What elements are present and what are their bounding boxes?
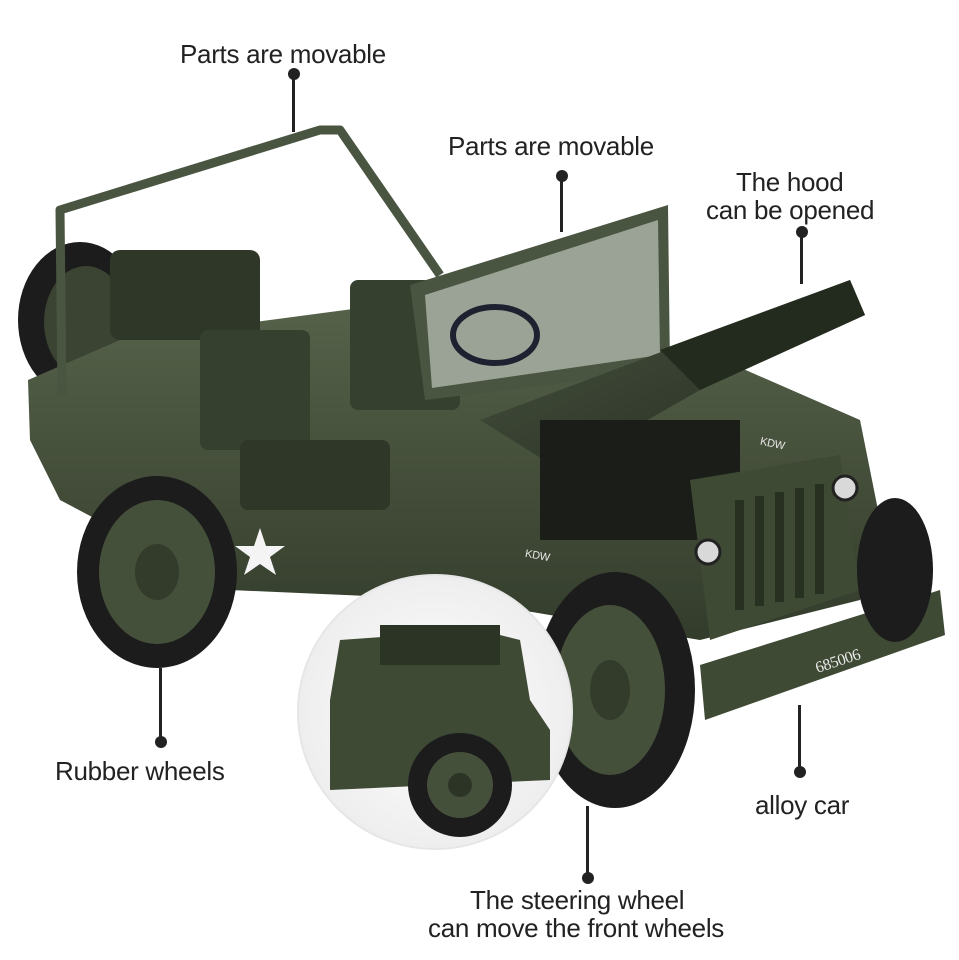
label-hood-line1: The hood — [736, 167, 844, 197]
callout-line-windshield — [560, 176, 563, 232]
label-parts-movable-windshield: Parts are movable — [448, 131, 654, 161]
label-hood-line2: can be opened — [706, 195, 875, 225]
rear-wheel — [77, 476, 237, 668]
callout-line-steering — [586, 806, 589, 876]
far-front-wheel — [857, 498, 933, 642]
fender-badge: KDW — [524, 547, 551, 565]
callout-dot-rubber-wheels — [155, 736, 167, 748]
callout-line-rubber-wheels — [159, 668, 162, 738]
windshield — [410, 205, 670, 400]
steering-detail-inset — [297, 574, 573, 850]
label-rubber-wheels: Rubber wheels — [55, 756, 225, 786]
callout-dot-alloy-car — [794, 766, 806, 778]
callout-dot-steering — [582, 872, 594, 884]
label-parts-movable-rollbar: Parts are movable — [180, 39, 386, 69]
grille — [690, 455, 860, 640]
callout-line-hood — [800, 232, 803, 284]
label-steering-line1: The steering wheel — [470, 885, 685, 915]
front-wheel — [535, 572, 695, 808]
label-steering-line2: can move the front wheels — [428, 913, 724, 943]
roll-bar — [55, 125, 444, 396]
callout-line-rollbar — [292, 74, 295, 132]
callout-line-alloy-car — [798, 705, 801, 767]
label-alloy-car: alloy car — [755, 790, 850, 820]
